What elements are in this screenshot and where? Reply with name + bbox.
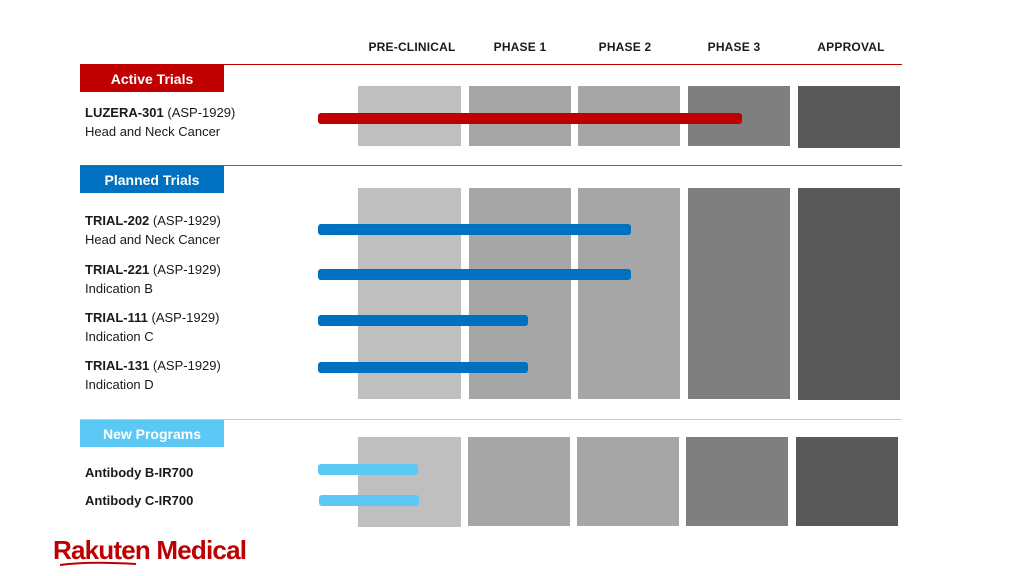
trial-indication: Head and Neck Cancer <box>85 232 221 247</box>
planned-block-approval <box>798 188 900 400</box>
rakuten-medical-logo: Rakuten Medical <box>53 535 247 565</box>
logo-swoosh-icon <box>59 561 137 566</box>
trial-indication: Indication C <box>85 329 154 344</box>
planned-trials-tag: Planned Trials <box>80 166 224 193</box>
trial-name: TRIAL-111 <box>85 310 148 325</box>
progress-bar-trial-111 <box>318 315 528 326</box>
trial-compound: (ASP-1929) <box>167 105 236 120</box>
trial-221: TRIAL-221 (ASP-1929) Indication B <box>85 260 285 298</box>
trial-name: TRIAL-131 <box>85 358 150 373</box>
trial-luzera-301: LUZERA-301 (ASP-1929) Head and Neck Canc… <box>85 103 285 141</box>
trial-compound: (ASP-1929) <box>152 213 221 228</box>
new-programs-tag: New Programs <box>80 420 224 447</box>
trial-name: LUZERA-301 <box>85 105 164 120</box>
new-block-approval <box>796 437 898 526</box>
trial-compound: (ASP-1929) <box>151 310 220 325</box>
planned-section-rule <box>80 165 902 166</box>
program-name: Antibody C-IR700 <box>85 493 194 508</box>
trial-indication: Indication D <box>85 377 154 392</box>
progress-bar-antibody-b <box>318 464 418 475</box>
planned-block-phase3 <box>688 188 790 399</box>
phase-header-approval: APPROVAL <box>817 40 885 54</box>
phase-header-phase2: PHASE 2 <box>598 40 652 54</box>
new-programs-section-rule <box>80 419 902 420</box>
trial-name: TRIAL-202 <box>85 213 150 228</box>
trial-compound: (ASP-1929) <box>152 358 221 373</box>
new-block-phase1 <box>468 437 570 526</box>
new-block-phase3 <box>686 437 788 526</box>
progress-bar-trial-202 <box>318 224 631 235</box>
trial-indication: Indication B <box>85 281 153 296</box>
phase-header-phase3: PHASE 3 <box>707 40 761 54</box>
program-antibody-b: Antibody B-IR700 <box>85 463 285 482</box>
phase-header-phase1: PHASE 1 <box>493 40 547 54</box>
progress-bar-trial-221 <box>318 269 631 280</box>
planned-block-phase2 <box>578 188 680 399</box>
trial-131: TRIAL-131 (ASP-1929) Indication D <box>85 356 285 394</box>
phase-header-preclinical: PRE-CLINICAL <box>368 40 456 54</box>
program-antibody-c: Antibody C-IR700 <box>85 491 285 510</box>
active-block-approval <box>798 86 900 148</box>
active-trials-tag: Active Trials <box>80 65 224 92</box>
trial-name: TRIAL-221 <box>85 262 150 277</box>
trial-202: TRIAL-202 (ASP-1929) Head and Neck Cance… <box>85 211 285 249</box>
progress-bar-trial-131 <box>318 362 528 373</box>
progress-bar-luzera-301 <box>318 113 742 124</box>
active-section-rule <box>80 64 902 65</box>
trial-111: TRIAL-111 (ASP-1929) Indication C <box>85 308 285 346</box>
program-name: Antibody B-IR700 <box>85 465 194 480</box>
trial-indication: Head and Neck Cancer <box>85 124 221 139</box>
new-block-preclinical <box>358 437 461 527</box>
new-block-phase2 <box>577 437 679 526</box>
progress-bar-antibody-c <box>319 495 419 506</box>
trial-compound: (ASP-1929) <box>152 262 221 277</box>
